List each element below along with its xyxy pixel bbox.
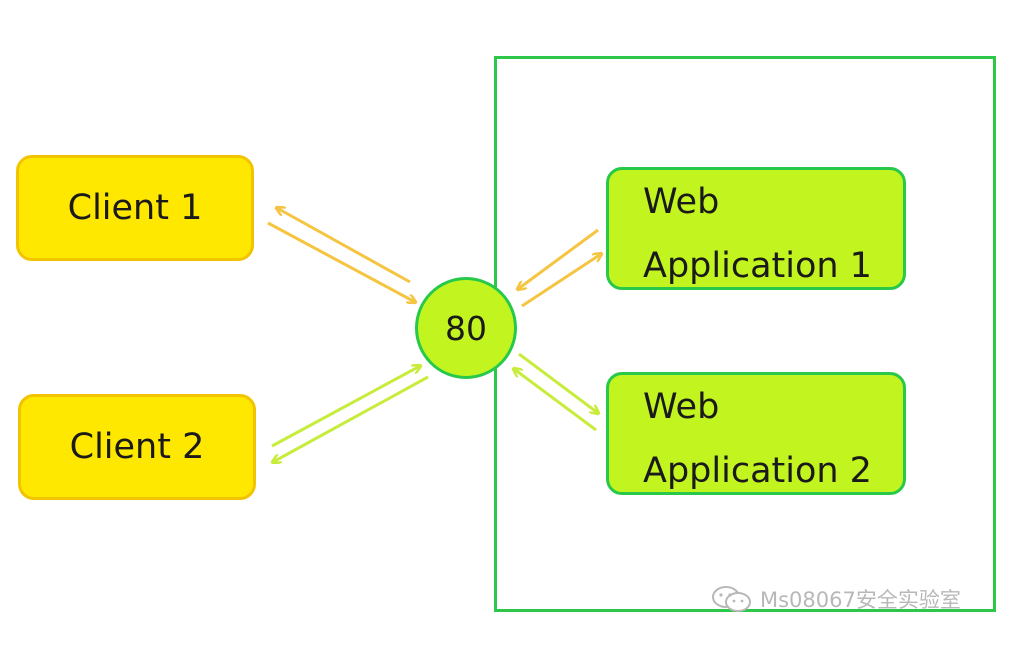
wechat-icon: [712, 586, 751, 612]
arrow-port-to-app2: [518, 352, 598, 413]
arrow-client2-to-port: [271, 366, 420, 448]
port-label: 80: [445, 308, 487, 348]
arrow-app1-to-port: [518, 228, 599, 289]
client-1-node: Client 1: [16, 155, 254, 261]
watermark: Ms08067安全实验室: [710, 584, 961, 614]
web-application-1-node: Web Application 1: [606, 167, 906, 290]
web-application-2-node: Web Application 2: [606, 372, 906, 495]
client-2-label: Client 2: [69, 427, 205, 467]
watermark-text: Ms08067安全实验室: [760, 588, 961, 612]
arrow-app2-to-port: [514, 369, 597, 432]
arrow-port-to-client1: [277, 208, 411, 284]
client-1-label: Client 1: [67, 188, 203, 228]
web-application-1-label-line-2: Application 1: [643, 246, 872, 286]
arrow-port-to-client2: [273, 375, 429, 462]
web-application-2-label-line-2: Application 2: [643, 451, 872, 491]
arrow-client1-to-port: [267, 221, 415, 302]
web-application-1-label-line-1: Web: [643, 182, 720, 222]
arrow-port-to-app1: [521, 254, 601, 308]
client-2-node: Client 2: [18, 394, 256, 500]
port-80-node: 80: [415, 277, 517, 379]
web-application-2-label-line-1: Web: [643, 387, 720, 427]
